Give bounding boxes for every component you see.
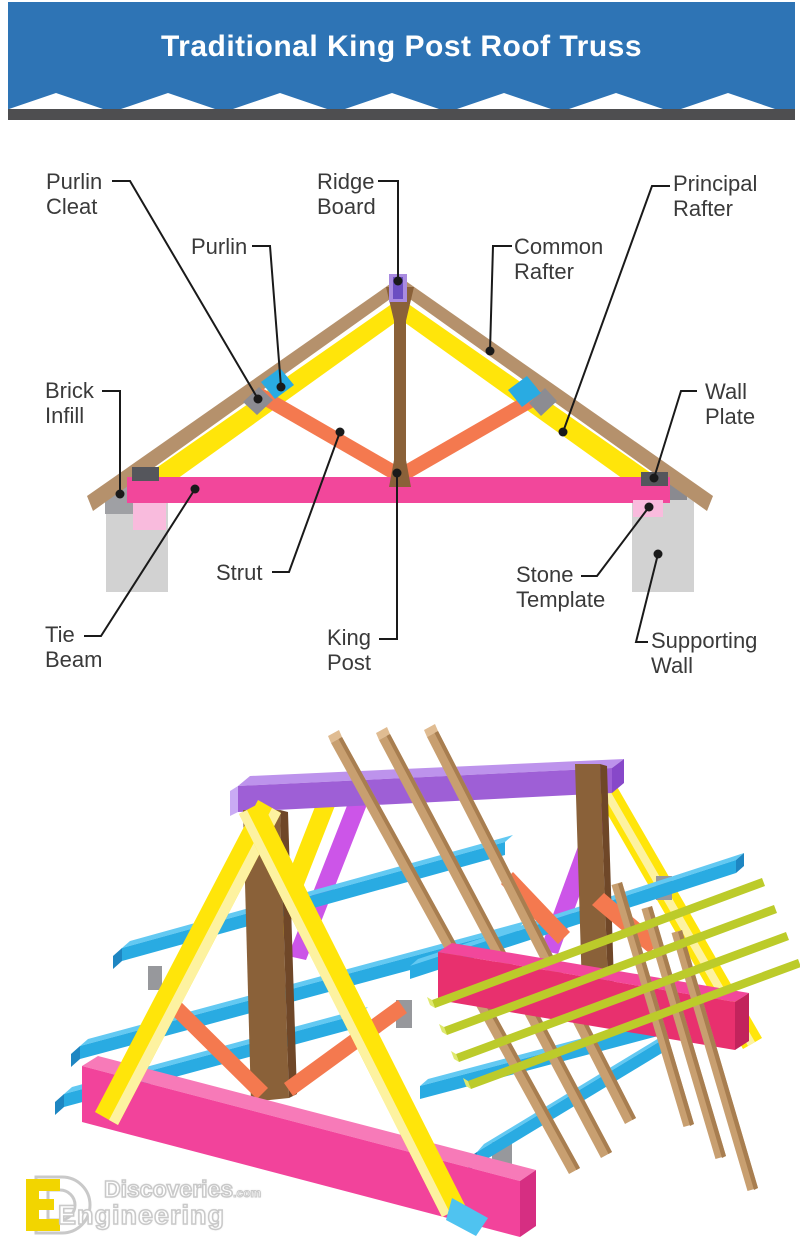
brand-monogram-icon — [26, 1175, 92, 1235]
brand-discoveries: Discoveries.com — [103, 1175, 262, 1203]
label-purlin-cleat: Purlin Cleat — [46, 169, 103, 219]
label-common-rafter: Common Rafter — [514, 234, 604, 284]
label-brick-infill: Brick Infill — [45, 378, 94, 428]
purlin-cleat-right-shape — [529, 388, 557, 416]
ridge-board-shape — [393, 277, 403, 299]
page-title: Traditional King Post Roof Truss — [160, 30, 643, 63]
common-rafter-left-shape — [87, 277, 400, 511]
label-ridge-board: Ridge Board — [317, 169, 376, 219]
iso-illustration — [55, 724, 800, 1237]
brand-logo: Discoveries.com Engineering — [8, 1172, 288, 1240]
iso-foot-accent-blue — [446, 1198, 488, 1236]
label-tie-beam: Tie Beam — [45, 622, 103, 672]
leader-lines — [84, 180, 697, 643]
label-principal-rafter: Principal Rafter — [673, 171, 758, 221]
zigzag-triangles — [9, 93, 775, 109]
wall-plate-left-shape — [132, 467, 159, 481]
iso-front-rafters — [95, 800, 465, 1217]
header-strip — [8, 109, 795, 120]
iso-support-block — [148, 966, 162, 990]
label-stone-template: Stone Template — [516, 562, 606, 612]
iso-common-rafters-right — [611, 882, 758, 1191]
brand-engineering: Engineering — [57, 1199, 226, 1231]
label-king-post: King Post — [327, 625, 372, 675]
iso-battens-olive — [427, 878, 800, 1089]
iso-back-king-post — [575, 764, 608, 990]
leader-dots — [115, 276, 663, 559]
king-post-shape — [386, 287, 414, 487]
stone-template-left-shape — [133, 503, 166, 530]
purlin-left-shape — [261, 368, 294, 399]
common-rafter-right-shape — [400, 277, 713, 511]
label-wall-plate: Wall Plate — [705, 379, 756, 429]
iso-front-strut-right — [284, 1000, 407, 1096]
purlin-right-shape — [508, 376, 541, 407]
iso-ridge-board — [230, 759, 624, 816]
strut-right-shape — [401, 388, 546, 479]
iso-back-king-post-shade — [600, 764, 614, 986]
label-supporting-wall: Supporting Wall — [651, 628, 758, 678]
label-purlin: Purlin — [191, 234, 248, 259]
strut-left-shape — [254, 388, 399, 479]
label-strut: Strut — [216, 560, 263, 585]
iso-front-strut-left — [161, 993, 268, 1099]
